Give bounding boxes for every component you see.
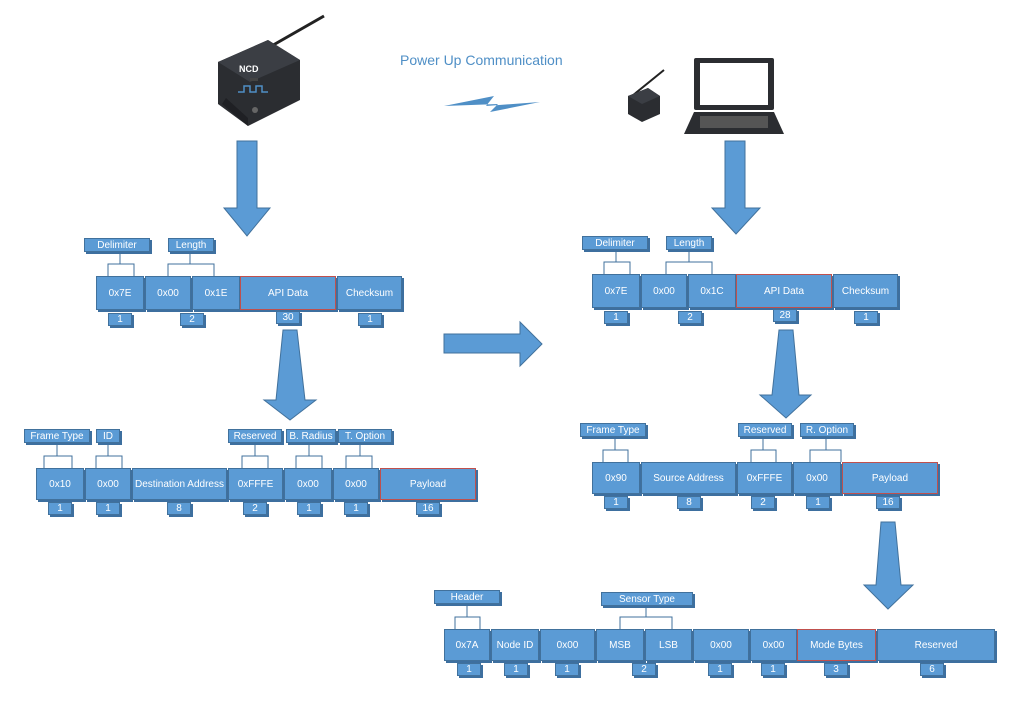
count-reserved-payload: 6 — [920, 663, 944, 676]
cell-delimiter-rx: 0x7E — [592, 274, 640, 308]
right-arrow — [443, 320, 543, 368]
cell-mode-bytes: Mode Bytes — [797, 629, 876, 661]
label-id: ID — [96, 429, 120, 443]
label-r-option: R. Option — [800, 423, 854, 437]
count-r-option: 1 — [806, 496, 830, 509]
cell-length-lsb: 0x1E — [192, 276, 240, 310]
label-frame-type: Frame Type — [24, 429, 90, 443]
count-length: 2 — [180, 313, 204, 326]
count-byte-3: 1 — [555, 663, 579, 676]
count-source-address: 8 — [677, 496, 701, 509]
count-destination-address: 8 — [167, 502, 191, 515]
cell-frame-type: 0x10 — [36, 468, 84, 500]
label-frame-type-rx: Frame Type — [580, 423, 646, 437]
label-delimiter-rx: Delimiter — [582, 236, 648, 250]
count-b-radius: 1 — [297, 502, 321, 515]
count-api-data-rx: 28 — [773, 309, 797, 322]
cell-payload: Payload — [380, 468, 476, 500]
cell-length-msb: 0x00 — [145, 276, 191, 310]
cell-b-radius: 0x00 — [284, 468, 332, 500]
count-payload: 16 — [416, 502, 440, 515]
down-arrow-5 — [862, 521, 915, 610]
cell-source-address: Source Address — [641, 462, 736, 494]
count-header: 1 — [457, 663, 481, 676]
label-length-rx: Length — [666, 236, 712, 250]
cell-header: 0x7A — [444, 629, 490, 661]
count-node-id: 1 — [504, 663, 528, 676]
device-logo-text: NCD — [239, 64, 259, 74]
count-mode-bytes: 3 — [824, 663, 848, 676]
cell-delimiter: 0x7E — [96, 276, 144, 310]
count-reserved-rx: 2 — [751, 496, 775, 509]
count-frame-type-rx: 1 — [604, 496, 628, 509]
cell-destination-address: Destination Address — [132, 468, 227, 500]
count-reserved: 2 — [243, 502, 267, 515]
cell-reserved: 0xFFFE — [228, 468, 283, 500]
label-t-option: T. Option — [338, 429, 392, 443]
cell-byte-3: 0x00 — [540, 629, 595, 661]
label-delimiter: Delimiter — [84, 238, 150, 252]
cell-api-data-rx: API Data — [736, 274, 832, 308]
count-t-option: 1 — [344, 502, 368, 515]
label-reserved: Reserved — [228, 429, 282, 443]
cell-node-id: Node ID — [491, 629, 539, 661]
cell-length-msb-rx: 0x00 — [641, 274, 687, 308]
down-arrow-2 — [710, 140, 762, 235]
count-delimiter: 1 — [108, 313, 132, 326]
down-arrow-4 — [758, 329, 813, 419]
cell-id: 0x00 — [85, 468, 131, 500]
cell-frame-type-rx: 0x90 — [592, 462, 640, 494]
cell-byte-6: 0x00 — [693, 629, 749, 661]
cell-t-option: 0x00 — [333, 468, 379, 500]
wireless-signal-icon — [444, 96, 540, 112]
count-api-data: 30 — [276, 311, 300, 324]
cell-api-data: API Data — [240, 276, 336, 310]
count-length-rx: 2 — [678, 311, 702, 324]
label-b-radius: B. Radius — [286, 429, 336, 443]
cell-payload-rx: Payload — [842, 462, 938, 494]
count-checksum: 1 — [358, 313, 382, 326]
count-frame-type: 1 — [48, 502, 72, 515]
sensor-device-icon — [218, 14, 325, 126]
label-header: Header — [434, 590, 500, 604]
cell-byte-7: 0x00 — [750, 629, 797, 661]
cell-length-lsb-rx: 0x1C — [688, 274, 736, 308]
cell-checksum: Checksum — [337, 276, 402, 310]
count-payload-rx: 16 — [876, 496, 900, 509]
count-sensor-type: 2 — [632, 663, 656, 676]
label-reserved-rx: Reserved — [738, 423, 792, 437]
cell-checksum-rx: Checksum — [833, 274, 898, 308]
count-id: 1 — [96, 502, 120, 515]
cell-sensor-lsb: LSB — [645, 629, 692, 661]
down-arrow-3 — [262, 329, 318, 421]
down-arrow-1 — [222, 140, 272, 237]
cell-r-option: 0x00 — [793, 462, 841, 494]
label-sensor-type: Sensor Type — [601, 592, 693, 606]
count-byte-7: 1 — [761, 663, 785, 676]
cell-sensor-msb: MSB — [596, 629, 644, 661]
laptop-icon — [684, 58, 784, 134]
count-delimiter-rx: 1 — [604, 311, 628, 324]
cell-reserved-payload: Reserved — [877, 629, 995, 661]
count-byte-6: 1 — [708, 663, 732, 676]
label-length: Length — [168, 238, 214, 252]
diagram-title: Power Up Communication — [400, 52, 563, 68]
gateway-device-icon — [628, 69, 665, 122]
cell-reserved-rx: 0xFFFE — [737, 462, 792, 494]
count-checksum-rx: 1 — [854, 311, 878, 324]
